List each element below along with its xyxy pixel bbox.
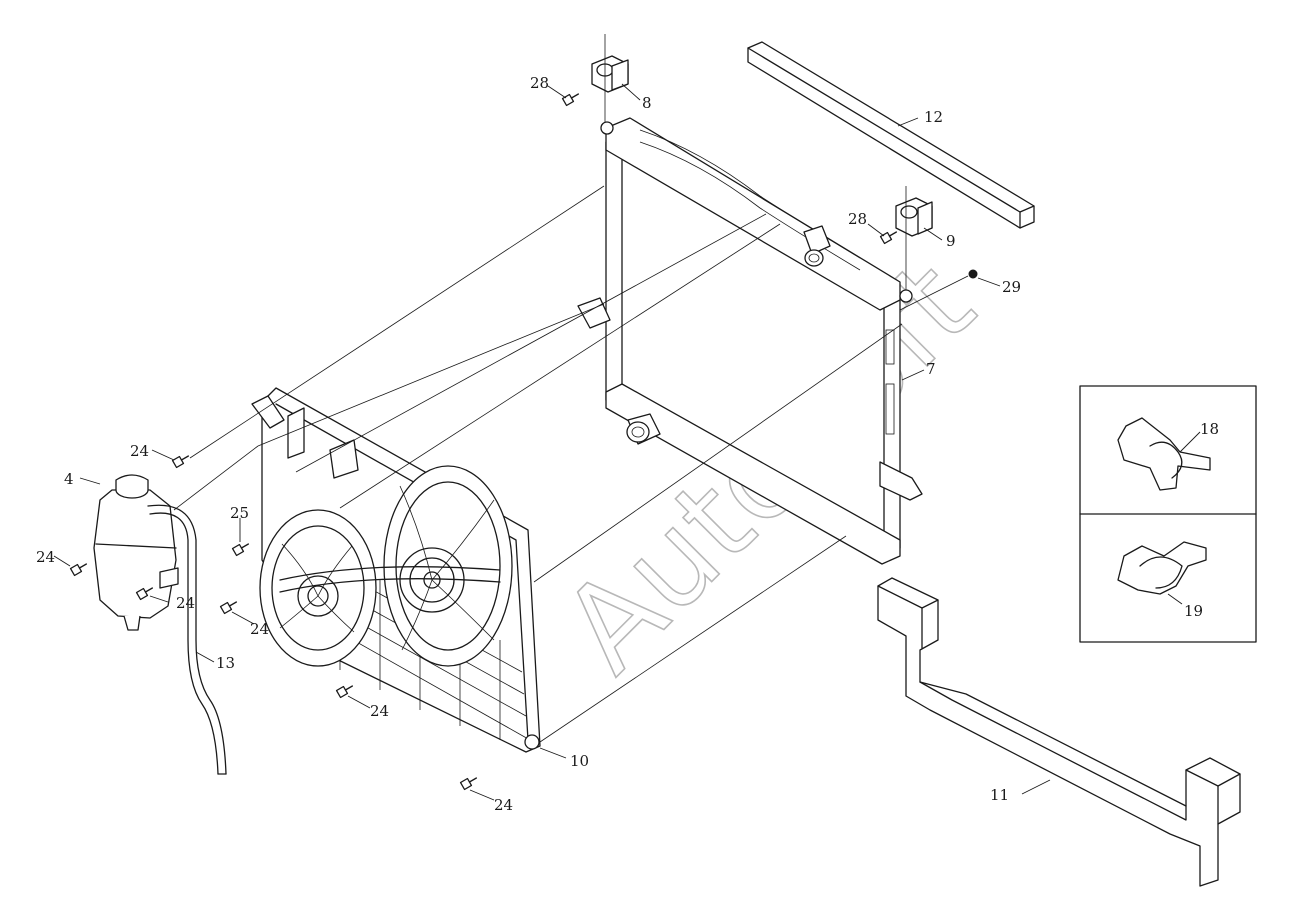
callout-24f: 24	[494, 796, 513, 814]
callout-24d: 24	[250, 620, 269, 638]
callout-10: 10	[570, 752, 589, 770]
callout-28b: 28	[848, 210, 867, 228]
callout-4: 4	[64, 470, 74, 488]
callout-24c: 24	[176, 594, 195, 612]
callout-24e: 24	[370, 702, 389, 720]
lower-seal-part-11	[877, 577, 1241, 887]
callout-18: 18	[1200, 420, 1219, 438]
hose-part-13	[147, 504, 227, 775]
callout-13: 13	[216, 654, 235, 672]
radiator-part-7	[577, 117, 923, 565]
fan-shroud-part-10	[251, 387, 541, 753]
callout-29: 29	[1002, 278, 1021, 296]
callout-11: 11	[990, 786, 1009, 804]
reservoir-part-4	[93, 474, 179, 631]
clip-inset-box	[1079, 385, 1257, 643]
callout-28a: 28	[530, 74, 549, 92]
leader-lines	[53, 83, 1201, 801]
callout-24b: 24	[36, 548, 55, 566]
callout-19: 19	[1184, 602, 1203, 620]
callout-9: 9	[946, 232, 956, 250]
callout-7: 7	[926, 360, 936, 378]
callout-labels: 28 8 12 28 9 29 7 24 4 25 24 24 24 13 24…	[36, 74, 1219, 814]
callout-25: 25	[230, 504, 249, 522]
bracket-part-9	[895, 186, 933, 290]
bolts	[69, 93, 978, 791]
assembly-guide-lines	[173, 185, 969, 743]
bracket-part-8	[591, 34, 629, 122]
callout-8: 8	[642, 94, 652, 112]
callout-24a: 24	[130, 442, 149, 460]
foam-strip-part-12	[747, 41, 1035, 229]
callout-12: 12	[924, 108, 943, 126]
